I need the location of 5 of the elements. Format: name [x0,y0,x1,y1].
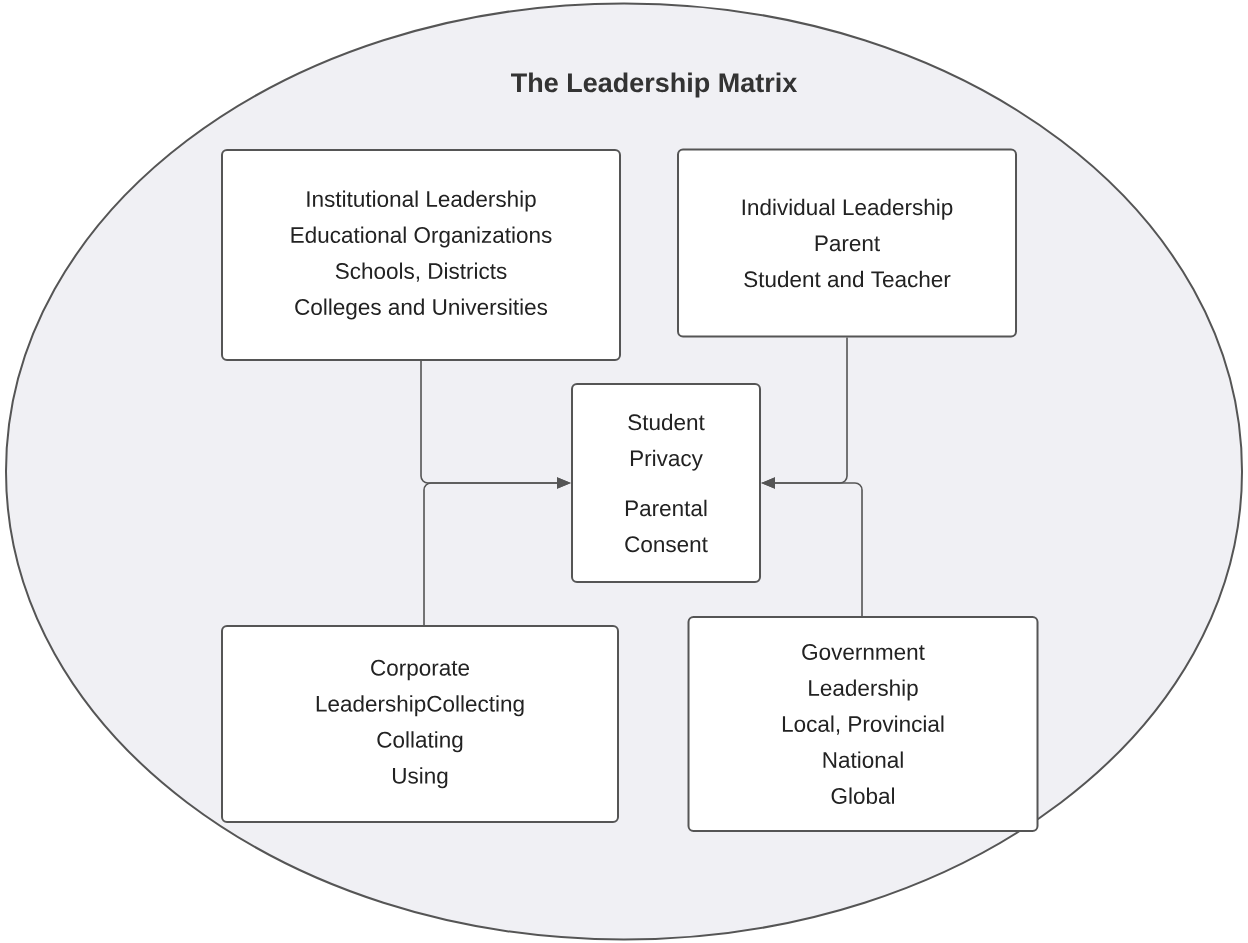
text-box: Institutional Leadership Educational Organizations Schools, Districts Colleges and Universities [221,149,621,361]
text-box: Government Leadership Local, Provincial National Global [687,616,1039,832]
text-box: Student Privacy Parental Consent [571,383,761,583]
text-box: Individual Leadership Parent Student and Teacher [677,148,1017,338]
text-box: Corporate LeadershipCollecting Collating Using [221,625,619,823]
